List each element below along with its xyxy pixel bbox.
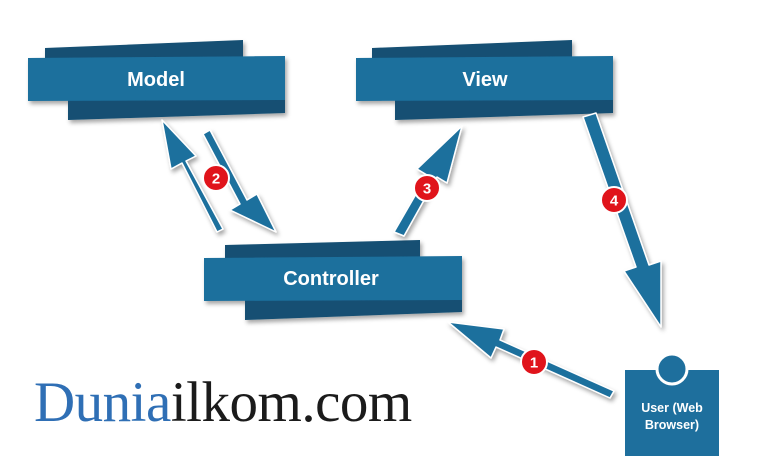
arrow-view-to-user: [582, 112, 662, 328]
user-label-line1: User (Web: [641, 401, 703, 415]
controller-label: Controller: [283, 268, 379, 290]
view-label: View: [462, 69, 508, 91]
step-badge-3: 3: [413, 174, 441, 202]
step-badge-2: 2: [202, 164, 230, 192]
model-box: Model: [28, 40, 285, 120]
step-number: 3: [423, 181, 431, 198]
step-number: 4: [610, 193, 619, 210]
model-label: Model: [127, 69, 185, 91]
view-box: View: [356, 40, 613, 120]
controller-box: Controller: [204, 240, 462, 320]
arrow-model-to-controller: [202, 129, 277, 233]
site-logo: Duniailkom.com: [34, 374, 412, 431]
arrow-controller-to-model: [161, 119, 224, 233]
step-badge-1: 1: [520, 348, 548, 376]
logo-text-part2: ilkom.com: [170, 371, 412, 434]
user-avatar-icon: [655, 352, 689, 386]
step-number: 1: [530, 355, 538, 372]
step-badge-4: 4: [600, 186, 628, 214]
step-number: 2: [212, 171, 220, 188]
logo-text-part1: Dunia: [34, 371, 171, 434]
user-label-line2: Browser): [645, 418, 699, 432]
user-box: User (Web Browser): [625, 352, 719, 456]
